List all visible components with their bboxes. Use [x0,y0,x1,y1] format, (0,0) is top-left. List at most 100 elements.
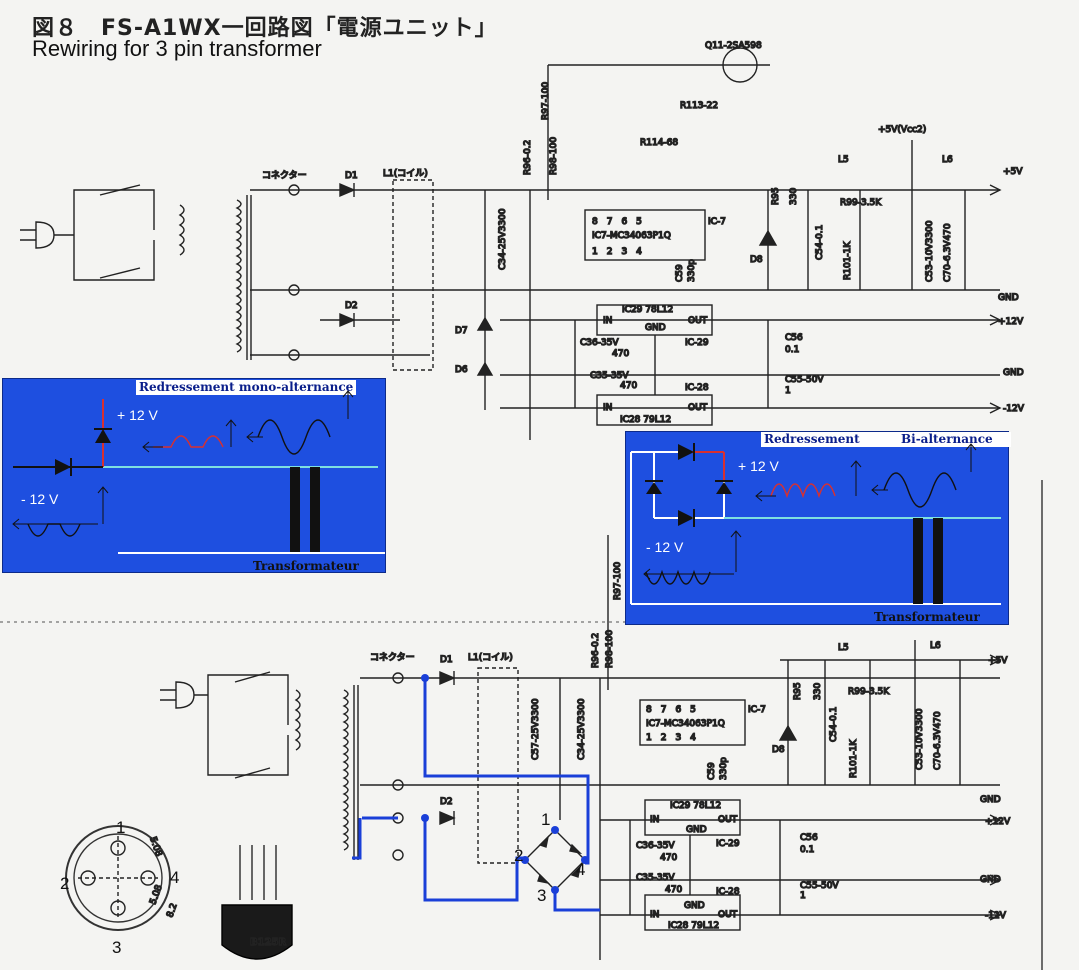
label-c55v: 1 [785,386,791,396]
label-c70-bottom: C70-6.3V470 [933,711,943,770]
label-plus12v-top: +12V [998,317,1024,327]
label-d8: D8 [750,255,763,265]
label-vcc2: +5V(Vcc2) [878,125,926,135]
label-ic29-gnd-bottom: GND [686,825,707,835]
panel-bi-alternance: Redressement Bi-alternance + 12 V - 12 V… [625,431,1011,625]
label-c35v-bottom: 470 [665,885,682,895]
panel-mono-drawing [12,390,385,554]
label-ic28-gnd-bottom: GND [684,901,705,911]
label-ic7-tag: IC-7 [708,217,726,227]
label-r101: R101-1K [843,241,853,280]
label-r99-bottom: R99-3.5K [848,687,890,697]
label-bridge-part: B125R [250,937,286,948]
bottom-schematic [0,480,1043,970]
label-ic28-bottom: IC28 79L12 [668,921,719,931]
label-ic28-out-bottom: OUT [718,910,738,920]
label-c59v-bottom: 330p [719,757,729,780]
label-r99: R99-3.5K [840,198,882,208]
panel-bi-footer: Transformateur [874,610,980,624]
label-c57-bottom: C57-25V3300 [531,698,541,760]
label-d2-bottom: D2 [440,797,453,807]
panel-bi-title: Redressement Bi-alternance [761,432,1011,447]
label-c35: C35-35V [590,371,629,381]
panel-mono-footer: Transformateur [253,559,359,573]
label-c56-bottom: C56 [800,833,818,843]
panel-bi-title-right: Bi-alternance [901,432,993,446]
label-l5: L5 [838,155,849,165]
label-c56: C56 [785,333,803,343]
label-c35-bottom: C35-35V [636,873,675,883]
label-ic7-pins-top: 8 7 6 5 [592,217,642,227]
label-plus5v: +5V [1003,167,1023,177]
label-ic28-tag: IC-28 [685,383,709,393]
label-c55: C55-50V [785,375,824,385]
bridge-package-icon [221,845,293,960]
label-c70: C70-6.3V470 [943,223,953,282]
top-schematic [20,47,1002,440]
label-d8-bottom: D8 [772,745,785,755]
label-r95v-bottom: 330 [813,683,823,700]
label-c56v-bottom: 0.1 [800,845,814,855]
label-d6: D6 [455,365,468,375]
label-r114: R114-68 [640,138,678,148]
label-d1-bottom: D1 [440,655,453,665]
label-ic7-pins-top-bottom: 8 7 6 5 [646,705,696,715]
label-ic7-pins-bottom-bottom: 1 2 3 4 [646,733,696,743]
label-c55-bottom: C55-50V [800,881,839,891]
pinout-label-3: 3 [112,938,122,957]
bridge-pin-1: 1 [541,810,551,829]
bridge-pin-2: 2 [514,846,524,865]
label-ic7: IC7-MC34063P1Q [592,231,671,241]
label-gnd-bottom: GND [980,795,1001,805]
panel-bi-drawing [630,443,1001,605]
label-c35v: 470 [620,381,637,391]
label-gnd-bottom-2: GND [980,875,1001,885]
label-c56v: 0.1 [785,345,799,355]
label-l6-bottom: L6 [930,641,941,651]
label-r95: R95 [771,187,781,205]
label-ic28-tag-bottom: IC-28 [716,887,740,897]
label-plus5v-bottom: +5V [988,656,1008,666]
label-c36-bottom: C36-35V [636,841,675,851]
label-dim2: 5.08 [148,884,164,907]
label-ic29-tag: IC-29 [685,338,709,348]
label-c54-bottom: C54-0.1 [829,707,839,742]
label-ic29-out-bottom: OUT [718,815,738,825]
label-ic28: IC28 79L12 [620,415,671,425]
label-gnd-top: GND [998,293,1019,303]
label-c59: C59 [675,264,685,282]
panel-bi-minus12: - 12 V [646,539,684,555]
bridge-pin-4: 4 [576,860,586,879]
label-c53-bottom: C53-10V3300 [915,708,925,770]
label-r101-bottom: R101-1K [849,739,859,778]
diagram-subtitle: Rewiring for 3 pin transformer [32,36,322,61]
label-c36v: 470 [612,349,629,359]
bridge-pin-3: 3 [537,886,547,905]
label-r97: R97-100 [541,82,551,120]
panel-mono-title: Redressement mono-alternance [136,380,357,395]
label-r98: R98-100 [549,137,559,175]
panel-mono-minus12: - 12 V [21,491,59,507]
diagram-title-jp: 図８ FS-A1WX一回路図「電源ユニット」 [32,16,498,41]
label-c54: C54-0.1 [815,225,825,260]
label-coil: L1(コイル) [383,169,428,179]
label-d2: D2 [345,301,358,311]
label-r95v: 330 [789,188,799,205]
label-gnd-top-2: GND [1003,368,1024,378]
label-dim3: 8.2 [165,902,179,919]
label-ic29-bottom: IC29 78L12 [670,801,721,811]
pinout-label-2: 2 [60,874,70,893]
label-ic28-in-bottom: IN [650,910,659,920]
label-ic29-in-bottom: IN [650,815,659,825]
label-ic28-in: IN [603,403,612,413]
pinout-label-4: 4 [170,868,180,887]
label-r97-bottom: R97-100 [613,562,623,600]
label-d1: D1 [345,171,358,181]
panel-bi-plus12: + 12 V [738,458,779,474]
label-r98-bottom: R98-100 [605,630,615,668]
label-r113: R113-22 [680,101,718,111]
label-ic7-tag-bottom: IC-7 [748,705,766,715]
label-d7: D7 [455,326,468,336]
label-ic29-out: OUT [688,316,708,326]
